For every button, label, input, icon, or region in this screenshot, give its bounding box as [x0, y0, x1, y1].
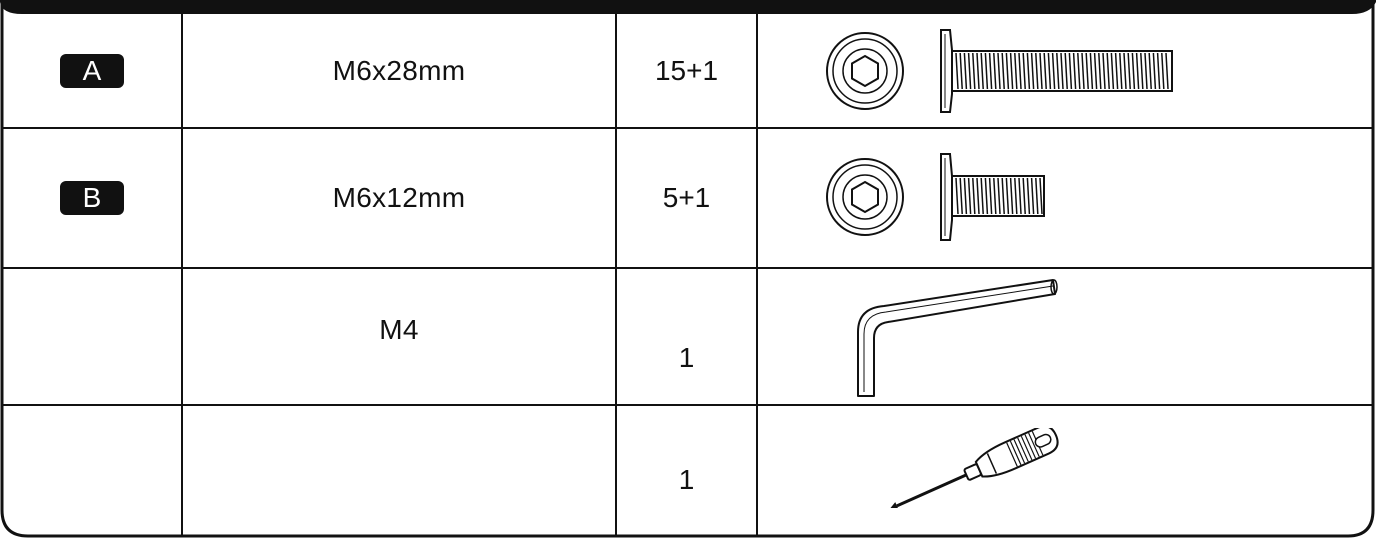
part-quantity: 15+1: [654, 55, 719, 86]
hex-socket-bolt-short-icon: [826, 153, 1045, 241]
part-quantity: 5+1: [662, 182, 711, 213]
screwdriver-icon: [889, 428, 1059, 508]
table-row-c-label-cell: [4, 270, 180, 403]
part-spec: M6x28mm: [332, 55, 466, 86]
part-spec: M4: [379, 314, 419, 345]
part-quantity: 1: [678, 341, 695, 373]
hex-socket-bolt-long-icon: [826, 29, 1173, 113]
allen-key-icon: [857, 279, 1058, 397]
table-row-a-label-cell: A: [4, 16, 180, 126]
part-quantity: 1: [678, 463, 695, 495]
part-label-badge: B: [60, 181, 124, 215]
table-row-b-label-cell: B: [4, 130, 180, 266]
table-row-d-label-cell: [4, 407, 180, 534]
part-spec: [184, 407, 614, 534]
part-label-badge: A: [60, 54, 124, 88]
part-spec: M6x12mm: [332, 182, 466, 213]
